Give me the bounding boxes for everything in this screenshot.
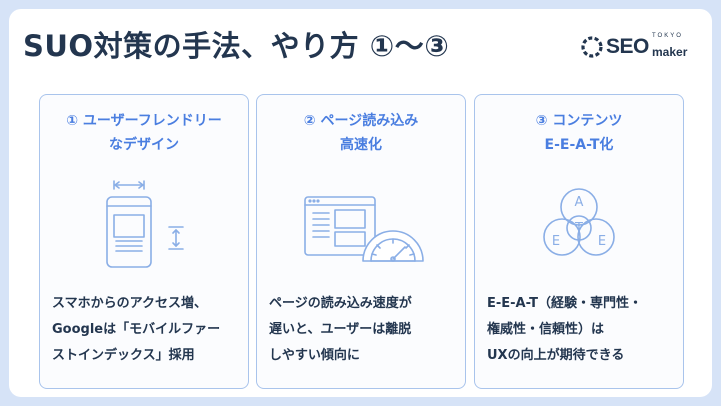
card-page-load-speed: ② ページ読み込み 高速化	[256, 94, 466, 389]
slide-panel: SUO対策の手法、やり方 ①〜③ SEO TOKYO maker ① ユーザーフ…	[9, 9, 712, 397]
card-title-line: ① ユーザーフレンドリー	[66, 113, 222, 129]
card-description-line: Googleは「モバイルファー	[52, 322, 221, 337]
seo-maker-logo-mark-icon	[581, 36, 603, 58]
eeat-letter: T	[574, 221, 583, 236]
card-description-line: UXの向上が期待できる	[487, 348, 625, 363]
card-description: スマホからのアクセス増、 Googleは「モバイルファー ストインデックス」採用	[52, 291, 242, 369]
eeat-letter: A	[575, 195, 584, 210]
card-title-line: E-E-A-T化	[544, 137, 614, 153]
card-description: E-E-A-T（経験・専門性・ 権威性・信頼性）は UXの向上が期待できる	[487, 291, 677, 369]
card-title-line: なデザイン	[109, 137, 179, 153]
seo-maker-logo: SEO TOKYO maker	[580, 31, 690, 61]
card-content-eeat: ③ コンテンツ E-E-A-T化 A T E E E-E-A-T（経験・専門性・…	[474, 94, 684, 389]
card-description-line: ストインデックス」採用	[52, 348, 195, 363]
card-description-line: 権威性・信頼性）は	[487, 322, 605, 337]
eeat-circles-icon: A T E E	[543, 188, 615, 256]
card-title: ③ コンテンツ E-E-A-T化	[475, 109, 683, 157]
eeat-letter: E	[598, 234, 606, 249]
card-description-line: しやすい傾向に	[269, 348, 360, 363]
card-description-line: 遅いと、ユーザーは離脱	[269, 322, 412, 337]
smartphone-width-icon	[106, 180, 184, 268]
card-description-line: ページの読み込み速度が	[269, 296, 412, 311]
card-title: ② ページ読み込み 高速化	[257, 109, 465, 157]
logo-sub-text: maker	[652, 45, 688, 59]
card-description: ページの読み込み速度が 遅いと、ユーザーは離脱 しやすい傾向に	[269, 291, 459, 369]
webpage-speedometer-icon	[304, 196, 424, 262]
card-description-line: E-E-A-T（経験・専門性・	[487, 296, 642, 311]
logo-tokyo-text: TOKYO	[652, 33, 683, 39]
page-title: SUO対策の手法、やり方 ①〜③	[23, 29, 450, 63]
logo-text: SEO	[606, 35, 649, 58]
card-title-line: 高速化	[340, 137, 382, 153]
card-title-line: ③ コンテンツ	[535, 113, 623, 129]
card-user-friendly-design: ① ユーザーフレンドリー なデザイン	[39, 94, 249, 389]
eeat-letter: E	[552, 234, 560, 249]
card-title-line: ② ページ読み込み	[303, 113, 419, 129]
card-description-line: スマホからのアクセス増、	[52, 296, 207, 311]
card-title: ① ユーザーフレンドリー なデザイン	[40, 109, 248, 157]
